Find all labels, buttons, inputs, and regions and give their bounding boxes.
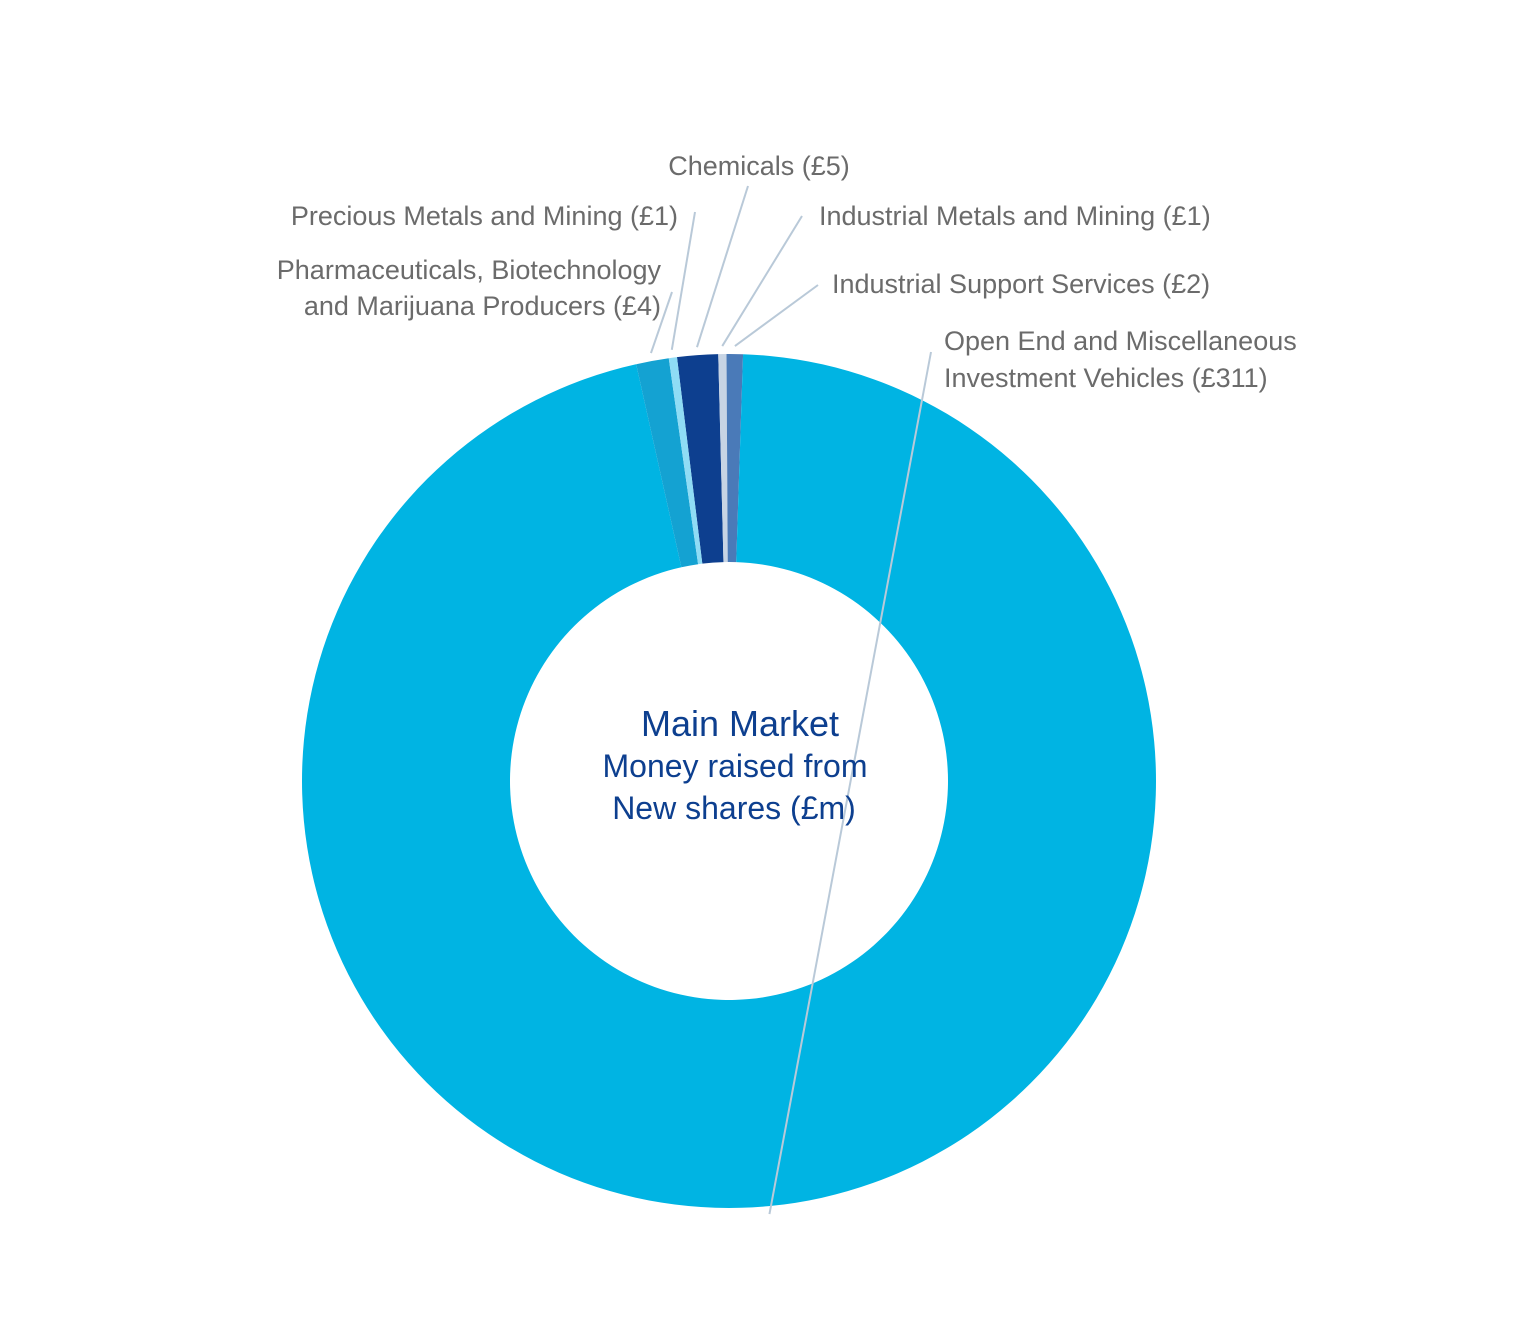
slice-label-open-end-and-miscellaneous-investment-vehicles-line-1: Open End and Miscellaneous	[944, 326, 1297, 356]
slice-precious-metals-and-mining	[668, 357, 703, 565]
slice-label-industrial-support-services: Industrial Support Services (£2)	[832, 269, 1210, 299]
slice-chemicals	[676, 354, 724, 564]
leader-line-industrial-metals-and-mining	[721, 215, 803, 347]
donut-slices	[302, 354, 1156, 1208]
slice-label-precious-metals-and-mining: Precious Metals and Mining (£1)	[291, 201, 678, 231]
leader-line-pharmaceuticals-biotechnology-and-marijuana-producers	[650, 291, 673, 354]
slice-label-pharmaceuticals-biotechnology-and-marijuana-producers-line-2: and Marijuana Producers (£4)	[304, 291, 661, 321]
slice-open-end-and-miscellaneous-investment-vehicles	[302, 354, 1156, 1208]
slice-label-chemicals: Chemicals (£5)	[668, 151, 850, 181]
slice-labels: Chemicals (£5) Industrial Metals and Mini…	[277, 151, 1297, 393]
slice-label-industrial-metals-and-mining: Industrial Metals and Mining (£1)	[819, 201, 1211, 231]
slice-label-open-end-and-miscellaneous-investment-vehicles-line-2: Investment Vehicles (£311)	[944, 363, 1268, 393]
leader-line-industrial-support-services	[734, 284, 819, 347]
slice-industrial-metals-and-mining	[718, 354, 728, 563]
leader-lines	[650, 185, 932, 1215]
chart-subtitle-line-2: New shares (£m)	[612, 790, 856, 826]
chart-title: Main Market	[641, 703, 839, 744]
leader-line-precious-metals-and-mining	[670, 211, 696, 350]
leader-line-open-end-and-miscellaneous-investment-vehicles	[768, 351, 932, 1215]
leader-line-chemicals	[696, 185, 749, 348]
slice-pharmaceuticals-biotechnology-and-marijuana-producers	[636, 358, 699, 568]
slice-label-pharmaceuticals-biotechnology-and-marijuana-producers-line-1: Pharmaceuticals, Biotechnology	[277, 255, 662, 285]
chart-subtitle-line-1: Money raised from	[603, 748, 868, 784]
slice-industrial-support-services	[726, 354, 744, 563]
